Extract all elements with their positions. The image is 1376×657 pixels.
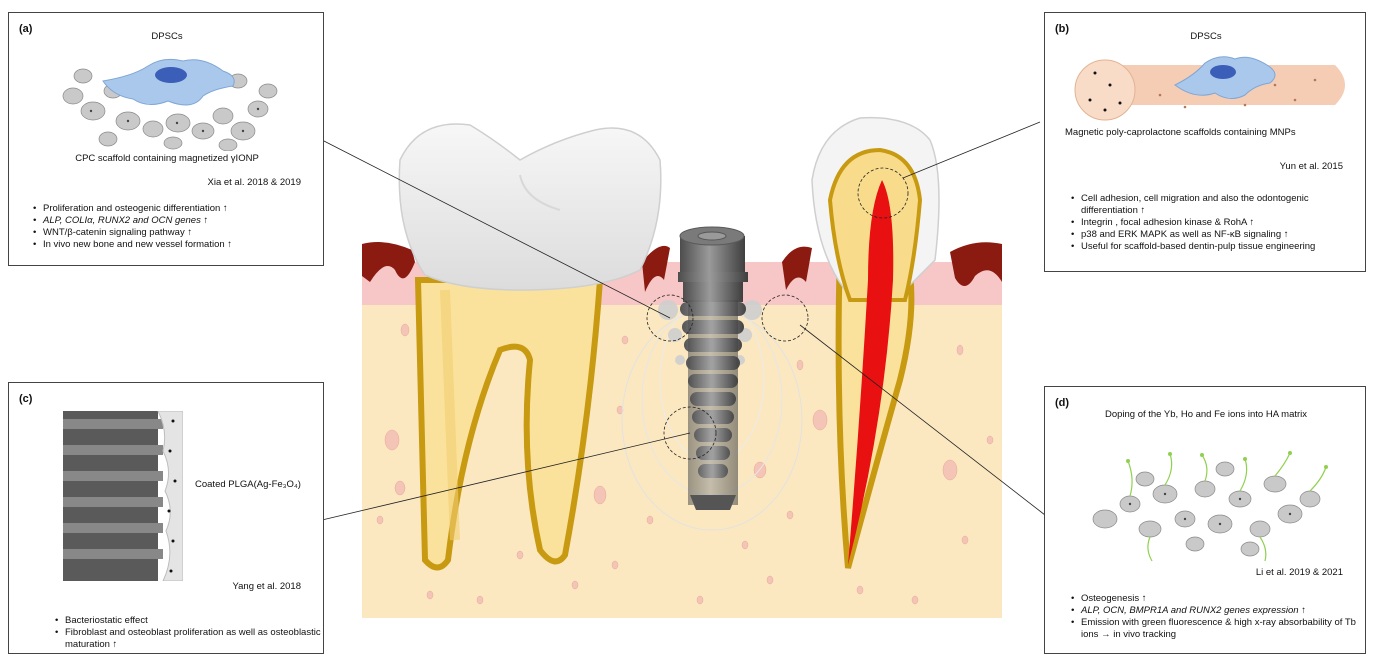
panel-reference: Yang et al. 2018 <box>233 581 302 592</box>
finding-item: Proliferation and osteogenic differentia… <box>43 203 328 215</box>
panel-caption: CPC scaffold containing magnetized γIONP <box>9 153 325 164</box>
findings-list: Osteogenesis ↑ ALP, OCN, BMPR1A and RUNX… <box>1069 593 1366 641</box>
findings-list: Bacteriostatic effect Fibroblast and ost… <box>53 615 327 651</box>
panel-b: (b) DPSCs Magnetic poly-caprolactone sca… <box>1044 12 1366 272</box>
finding-item: ALP, COLIα, RUNX2 and OCN genes ↑ <box>43 215 328 227</box>
panel-label: (c) <box>19 393 32 405</box>
finding-item: Fibroblast and osteoblast proliferation … <box>65 627 327 651</box>
finding-item: Emission with green fluorescence & high … <box>1081 617 1366 641</box>
finding-item: In vivo new bone and new vessel formatio… <box>43 239 328 251</box>
finding-item: Cell adhesion, cell migration and also t… <box>1081 193 1366 217</box>
panel-title: DPSCs <box>1045 31 1367 42</box>
findings-list: Proliferation and osteogenic differentia… <box>31 203 328 251</box>
coated-implant-thread <box>63 411 183 581</box>
finding-item: Osteogenesis ↑ <box>1081 593 1366 605</box>
doped-ha-particles <box>1090 449 1330 564</box>
findings-list: Cell adhesion, cell migration and also t… <box>1069 193 1366 253</box>
panel-label: (d) <box>1055 397 1069 409</box>
panel-reference: Yun et al. 2015 <box>1280 161 1343 172</box>
panel-caption: Doping of the Yb, Ho and Fe ions into HA… <box>1045 409 1367 420</box>
finding-item: ALP, OCN, BMPR1A and RUNX2 genes express… <box>1081 605 1366 617</box>
finding-item: WNT/β-catenin signaling pathway ↑ <box>43 227 328 239</box>
panel-a: (a) DPSCs CPC scaffold containing magnet… <box>8 12 324 266</box>
panel-caption: Magnetic poly-caprolactone scaffolds con… <box>1065 127 1296 138</box>
dpsc-on-cpc-scaffold <box>53 51 283 151</box>
molar-crown <box>399 124 661 290</box>
panel-reference: Xia et al. 2018 & 2019 <box>208 177 302 188</box>
panel-c: (c) Coated PLGA(Ag-Fe₃O₄) Yang et al. 20… <box>8 382 324 654</box>
finding-item: Integrin , focal adhesion kinase & RohA … <box>1081 217 1366 229</box>
panel-reference: Li et al. 2019 & 2021 <box>1256 567 1343 578</box>
panel-d: (d) Doping of the Yb, Ho and Fe ions int… <box>1044 386 1366 654</box>
panel-title: DPSCs <box>9 31 325 42</box>
dpsc-on-pcl-scaffold <box>1065 45 1355 125</box>
finding-item: Bacteriostatic effect <box>65 615 327 627</box>
panel-caption: Coated PLGA(Ag-Fe₃O₄) <box>195 479 301 490</box>
finding-item: Useful for scaffold-based dentin-pulp ti… <box>1081 241 1366 253</box>
finding-item: p38 and ERK MAPK as well as NF-κB signal… <box>1081 229 1366 241</box>
